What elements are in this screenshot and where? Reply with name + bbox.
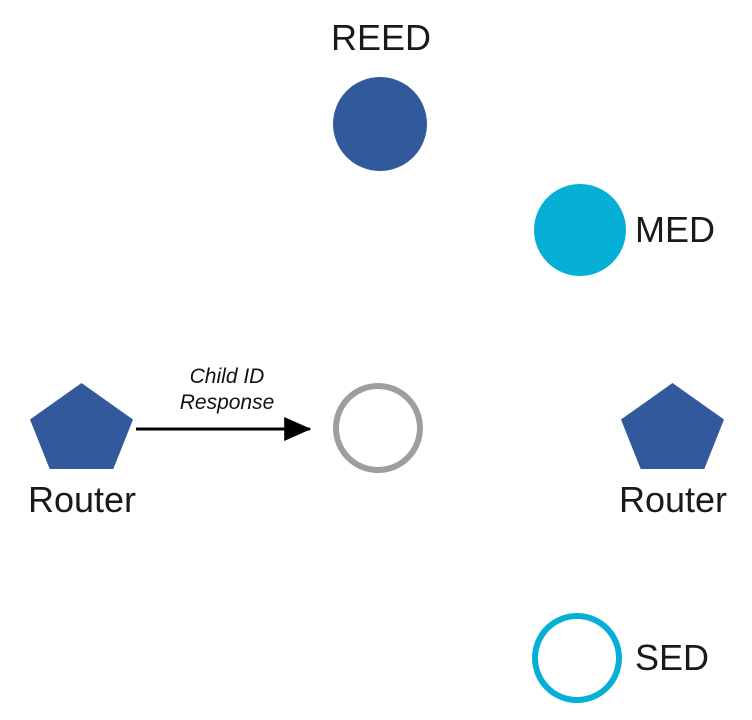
node-router-right[interactable] — [621, 383, 724, 469]
node-label-router-left: Router — [27, 479, 137, 520]
edge-label-line-1: Child ID — [189, 365, 265, 388]
edge-label-child-id-response: Child ID Response — [162, 364, 292, 416]
pentagon-icon — [621, 383, 724, 469]
node-label-med: MED — [635, 209, 715, 250]
node-child-device[interactable] — [333, 383, 423, 473]
pentagon-icon — [30, 383, 133, 469]
node-router-left[interactable] — [30, 383, 133, 469]
node-reed[interactable] — [333, 77, 427, 171]
node-label-router-right: Router — [618, 479, 728, 520]
node-label-reed: REED — [331, 17, 432, 58]
node-med[interactable] — [534, 184, 626, 276]
edge-label-line-2: Response — [179, 391, 275, 414]
node-sed[interactable] — [532, 613, 622, 703]
node-label-sed: SED — [635, 637, 710, 678]
